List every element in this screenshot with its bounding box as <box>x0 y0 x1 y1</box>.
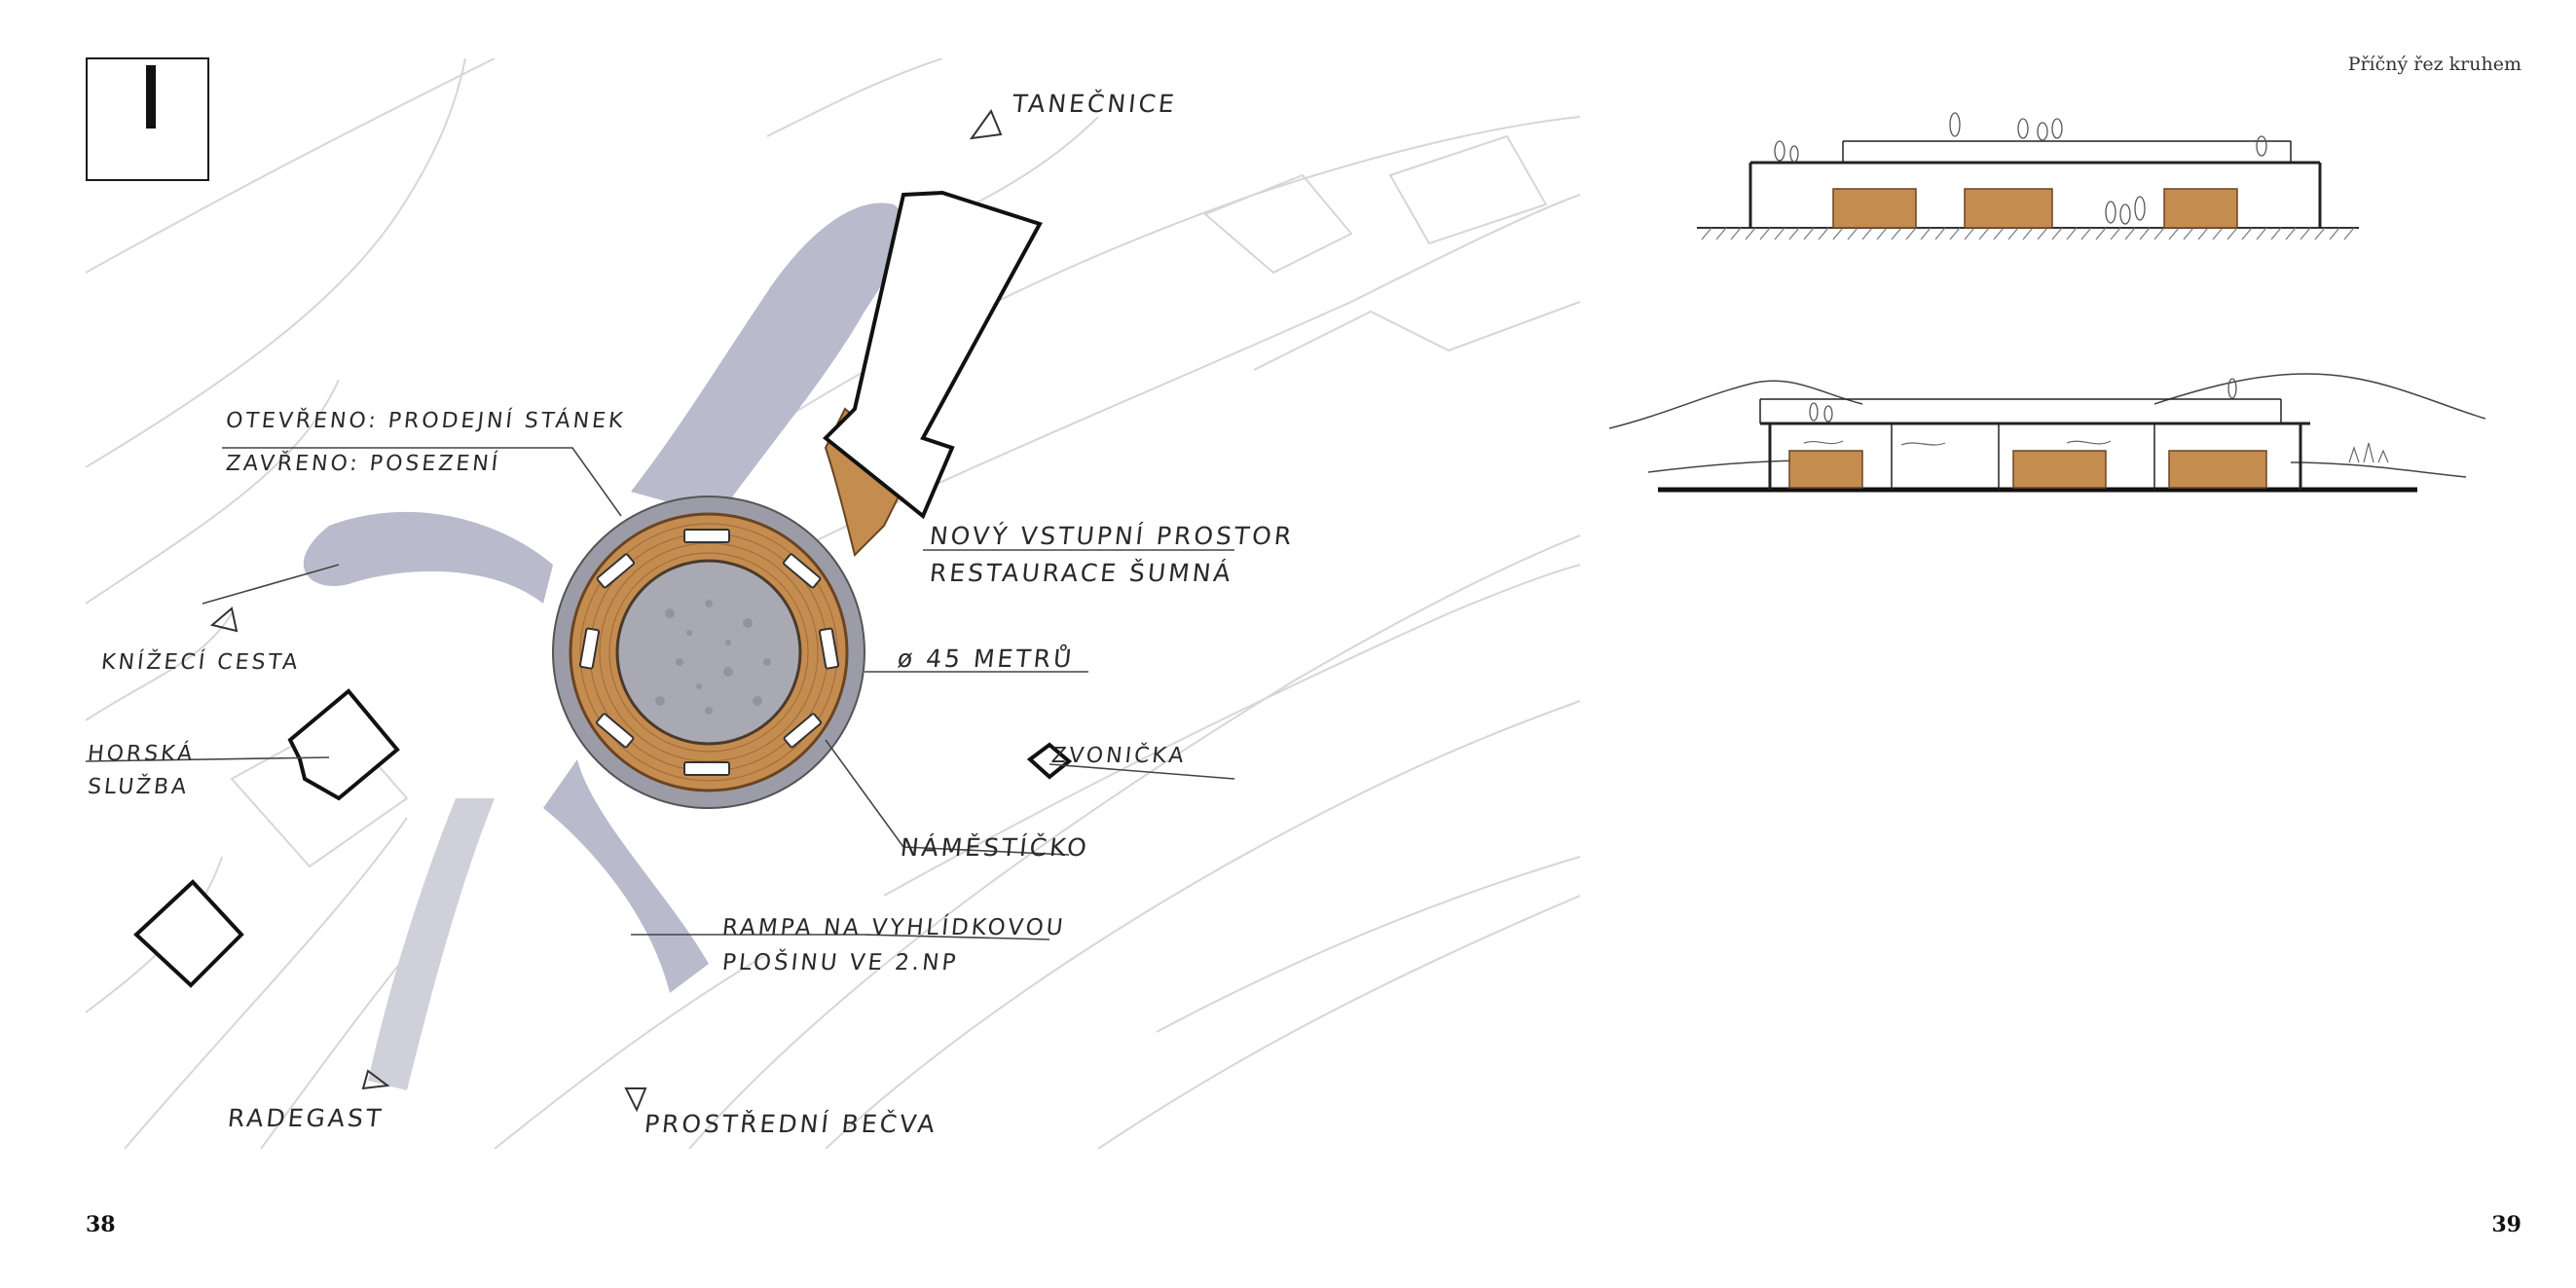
label-zvonicka: ZVONIČKA <box>1049 744 1188 768</box>
site-plan-drawing <box>86 58 1580 1149</box>
road-wash <box>303 202 904 1090</box>
leader-lines <box>86 447 1235 940</box>
cross-section-lower <box>1609 373 2485 493</box>
contour-lines <box>86 58 1580 1149</box>
label-rampa-1: RAMPA NA VYHLÍDKOVOU <box>720 915 1067 940</box>
label-diameter: ø 45 METRŮ <box>896 644 1076 673</box>
terrain-profile <box>1609 373 2485 478</box>
page-number-left: 38 <box>86 1212 116 1237</box>
inner-plaza <box>615 559 802 746</box>
label-namesticko: NÁMĚSTÍČKO <box>899 833 1091 862</box>
section-title: Příčný řez kruhem <box>2347 54 2521 75</box>
label-knizeci-cesta: KNÍŽECÍ CESTA <box>99 650 302 675</box>
label-closed-seating: ZAVŘENO: POSEZENÍ <box>224 452 502 476</box>
label-horska-2: SLUŽBA <box>86 775 191 799</box>
section-kiosks-2 <box>1788 450 2267 489</box>
label-prostredni-becva: PROSTŘEDNÍ BEČVA <box>643 1110 939 1138</box>
bottom-left-building <box>133 879 244 988</box>
page-number-right: 39 <box>2491 1212 2521 1237</box>
left-page: TANEČNICE OTEVŘENO: PRODEJNÍ STÁNEK ZAVŘ… <box>86 57 1580 1237</box>
direction-arrows <box>209 108 1003 1113</box>
section-people-2 <box>1809 378 2237 423</box>
vegetation <box>1803 440 2389 463</box>
section-people-1 <box>1774 112 2267 225</box>
label-open-kiosk: OTEVŘENO: PRODEJNÍ STÁNEK <box>224 409 627 433</box>
benches <box>578 529 840 776</box>
section-structure-2 <box>1759 398 2310 490</box>
cross-section-upper <box>1697 112 2359 240</box>
zvonicka-building <box>1026 742 1073 780</box>
inner-paving-texture <box>655 600 771 715</box>
label-entrance-1: NOVÝ VSTUPNÍ PROSTOR <box>928 522 1296 550</box>
label-radegast: RADEGAST <box>226 1104 386 1132</box>
logo-mark <box>86 57 209 181</box>
restaurant-building <box>823 190 1043 520</box>
section-structure-1 <box>1748 140 2322 228</box>
label-horska-1: HORSKÁ <box>86 742 197 766</box>
label-entrance-2: RESTAURACE ŠUMNÁ <box>928 559 1235 587</box>
label-tanecnice: TANEČNICE <box>1011 90 1179 118</box>
horska-sluzba-building <box>287 688 400 801</box>
right-page: Příčný řez kruhem <box>1288 0 2576 1288</box>
logo-bar <box>146 65 156 129</box>
section-kiosks-1 <box>1832 188 2238 229</box>
label-rampa-2: PLOŠINU VE 2.NP <box>720 950 960 975</box>
